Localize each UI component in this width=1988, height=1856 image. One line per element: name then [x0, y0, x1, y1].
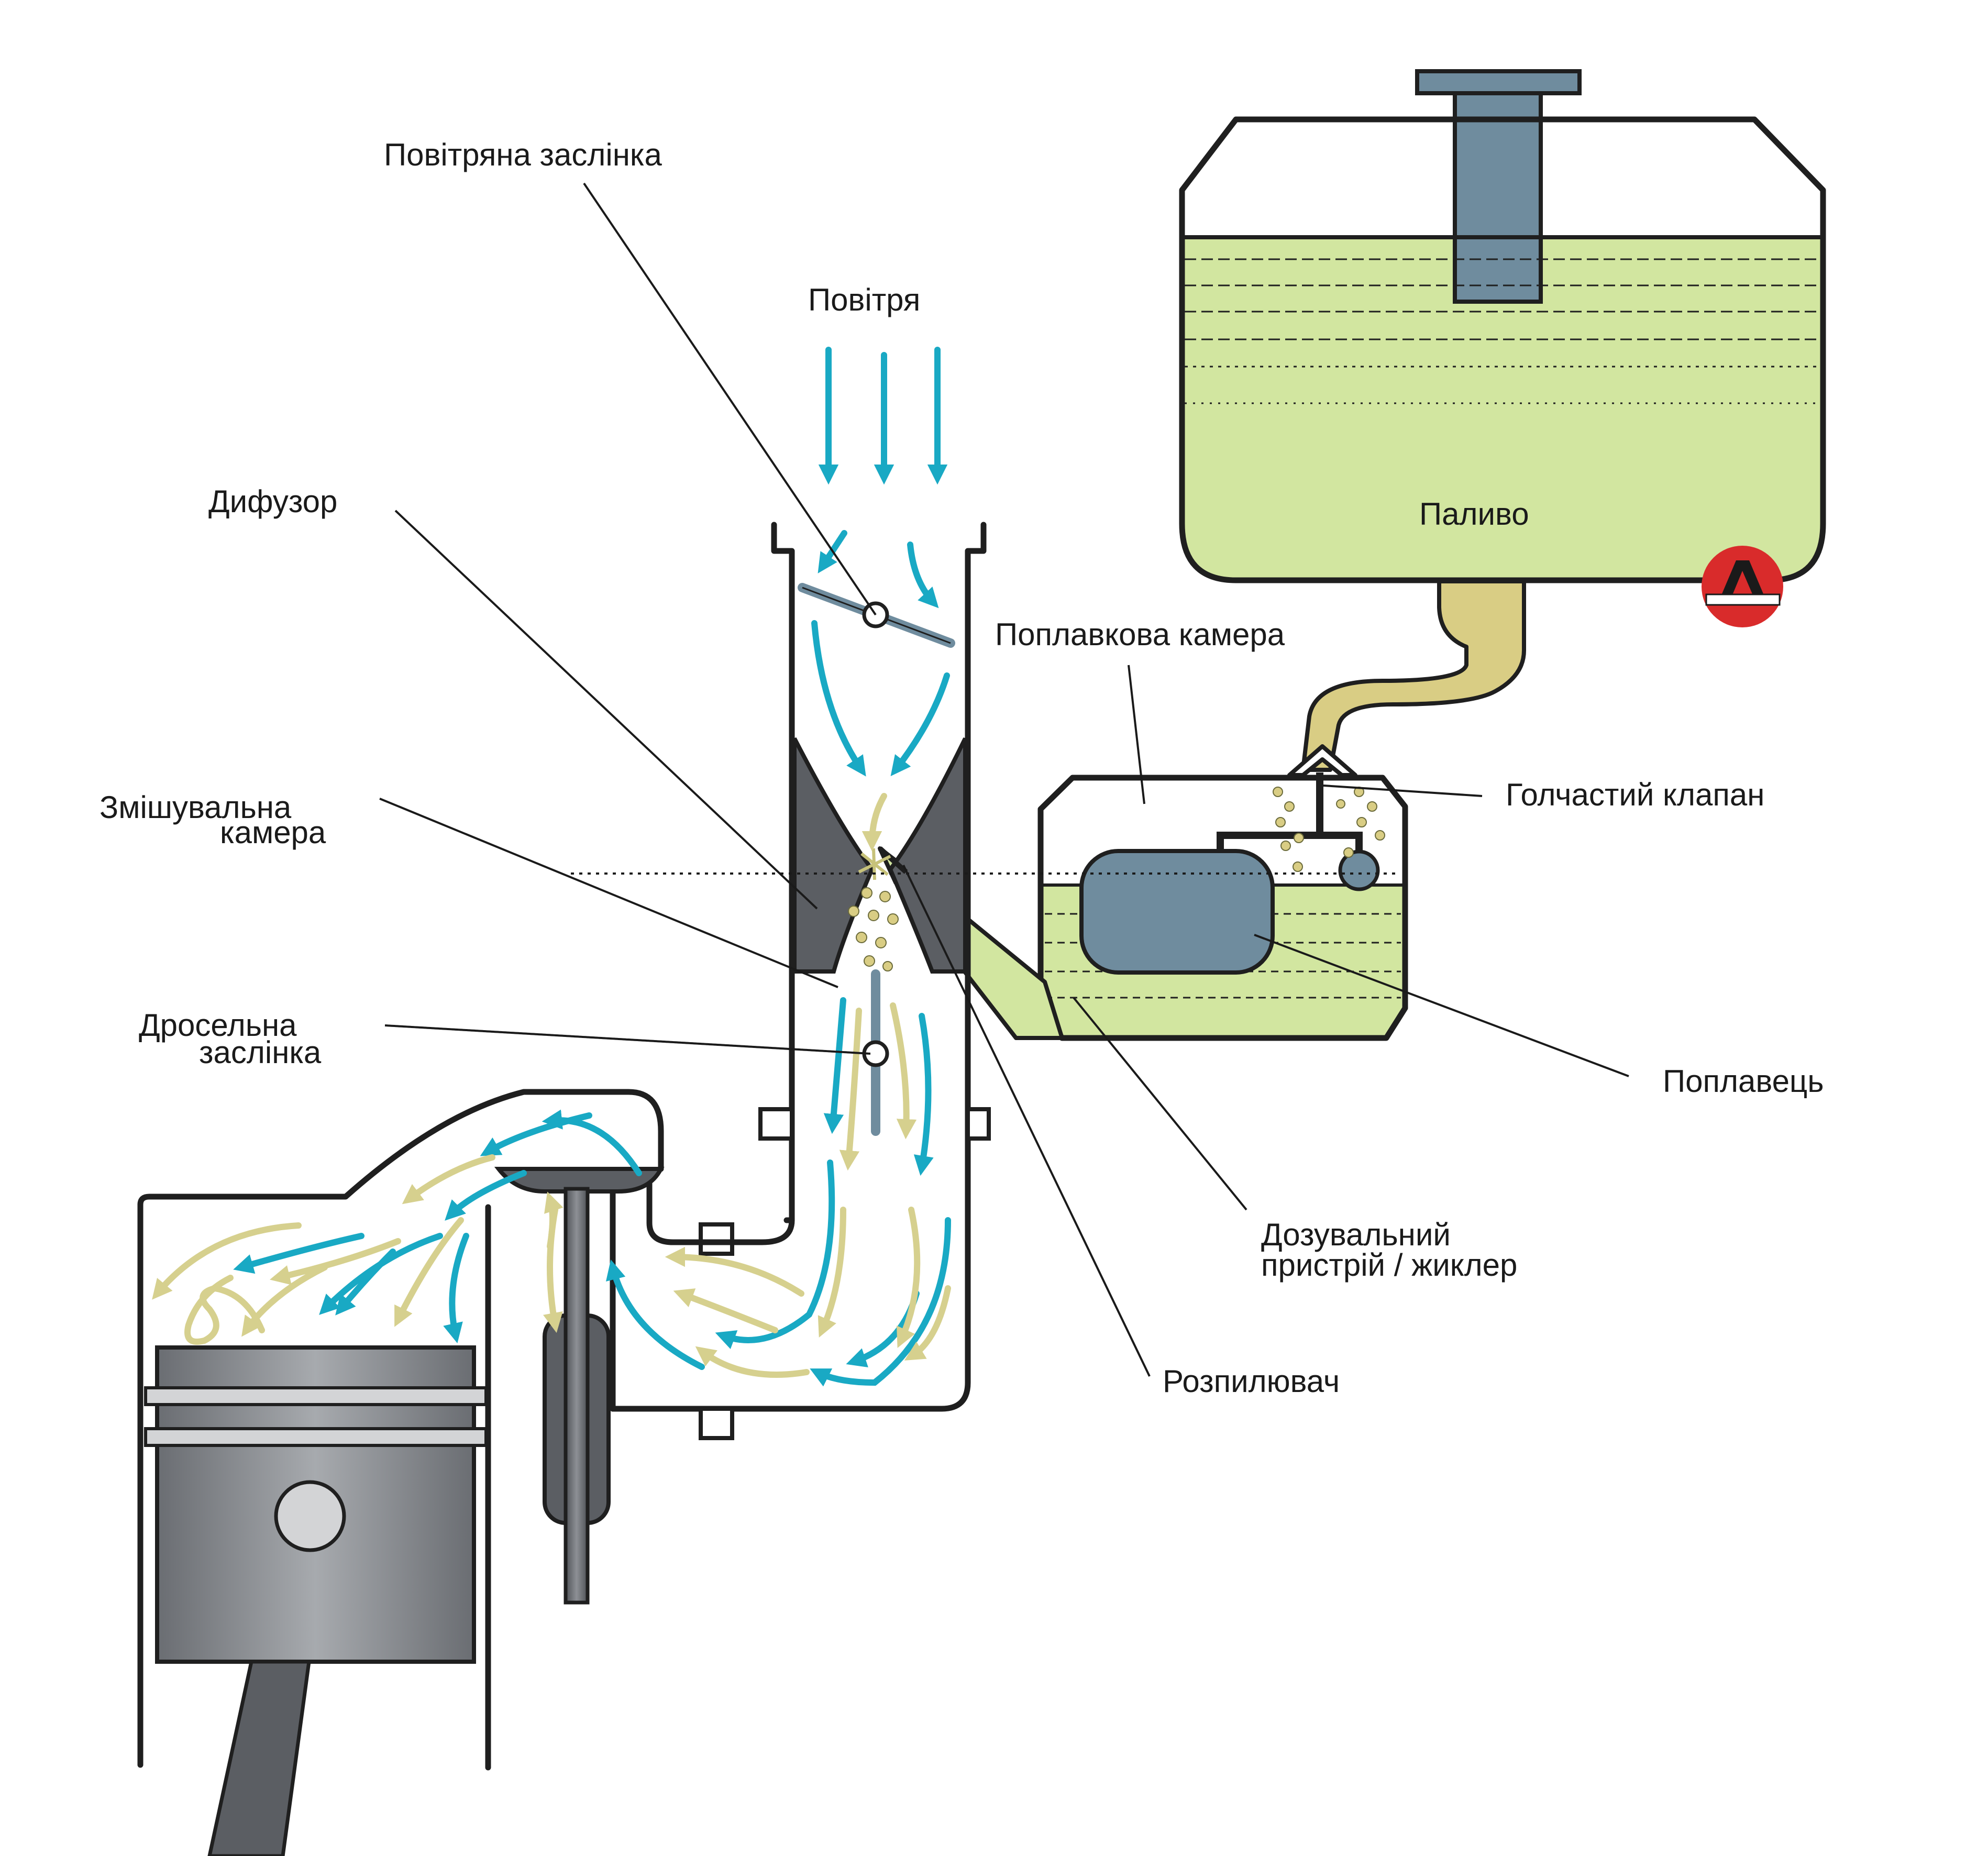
atomizer-nozzle [878, 846, 908, 874]
atomizer-label: Розпилювач [1163, 1364, 1340, 1399]
float-label: Поплавець [1663, 1064, 1824, 1099]
piston-ring-2 [144, 1427, 488, 1447]
mount-tab-left [758, 1107, 794, 1141]
intake-manifold [137, 1089, 795, 1856]
carburetor-body [610, 522, 991, 1440]
fuel-droplets-valve [1273, 787, 1385, 872]
connecting-rod [207, 1660, 312, 1856]
red-circle-logo-icon [1702, 546, 1783, 627]
needle-valve-label: Голчастий клапан [1506, 777, 1764, 812]
air-label: Повітря [808, 282, 920, 317]
mount-tab-top [699, 1222, 734, 1256]
jet-label-line2: пристрій / жиклер [1261, 1247, 1517, 1283]
float-chamber [1037, 744, 1408, 1041]
tank-cap [1415, 69, 1582, 95]
tank-filler-neck [1453, 91, 1543, 304]
atomizer-spray [848, 848, 899, 971]
mount-tab-bottom [699, 1407, 734, 1440]
intake-valve-stem [564, 1187, 590, 1605]
mixture-flow-arrows [152, 793, 951, 1378]
diffuser-right [888, 737, 967, 974]
leader-lines [379, 182, 1629, 1377]
air-flow-arrows [233, 347, 951, 1387]
float-pivot [1338, 849, 1380, 891]
fuel-tank: Паливо [1179, 69, 1826, 627]
needle-valve [1287, 744, 1357, 777]
mixing-chamber-label-line2: камера [220, 815, 326, 850]
piston-ring-1 [144, 1386, 488, 1406]
mount-tab-right [966, 1107, 991, 1141]
tank-fuel-fill [1182, 237, 1823, 580]
jet-label-line1: Дозувальний [1261, 1217, 1451, 1252]
float-lever [1217, 772, 1363, 859]
fuel-label: Паливо [1419, 496, 1529, 532]
tank-fuel-level-lines [1185, 258, 1820, 404]
labels: Повітряна заслінка Повітря Дифузор Змішу… [100, 137, 1824, 1399]
throttle-label-line2: заслінка [199, 1035, 322, 1070]
diffuser-label: Дифузор [208, 484, 337, 519]
throttle-label-line1: Дросельна [139, 1008, 297, 1043]
air-choke-label: Повітряна заслінка [384, 137, 662, 172]
piston-pin [274, 1480, 346, 1552]
float [1079, 849, 1275, 975]
mixing-chamber-label-line1: Змішувальна [100, 790, 292, 825]
fuel-line [1301, 579, 1526, 772]
float-chamber-wall [1037, 775, 1408, 1041]
float-chamber-label: Поплавкова камера [995, 617, 1285, 652]
